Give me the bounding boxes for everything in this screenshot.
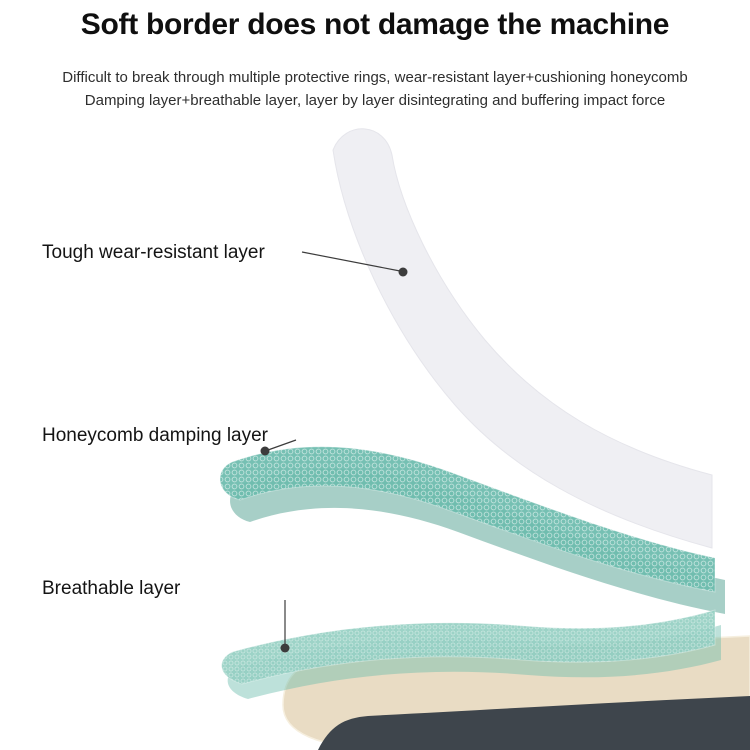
- callout-label-honeycomb: Honeycomb damping layer: [42, 425, 269, 446]
- honeycomb-layer-shape: [219, 446, 716, 593]
- leader-line-honeycomb: [267, 439, 297, 451]
- pointer-dot-honeycomb: [260, 446, 270, 456]
- breathable-layer-shape: [221, 609, 716, 685]
- pointer-dot-wear-resistant: [398, 267, 408, 277]
- callout-label-wear-resistant: Tough wear-resistant layer: [42, 242, 265, 263]
- subtitle-line-2: Damping layer+breathable layer, layer by…: [84, 92, 666, 109]
- callout-label-breathable: Breathable layer: [42, 578, 181, 599]
- page-subtitle: Difficult to break through multiple prot…: [0, 66, 750, 112]
- subtitle-line-1: Difficult to break through multiple prot…: [62, 69, 688, 86]
- leader-line-wear-resistant: [301, 251, 401, 272]
- honeycomb-layer-under-shape: [230, 468, 725, 614]
- page-title: Soft border does not damage the machine: [80, 8, 670, 41]
- wear-resistant-layer-shape: [332, 128, 713, 549]
- phone-screen-edge: [318, 696, 750, 750]
- pointer-dot-breathable: [280, 643, 290, 653]
